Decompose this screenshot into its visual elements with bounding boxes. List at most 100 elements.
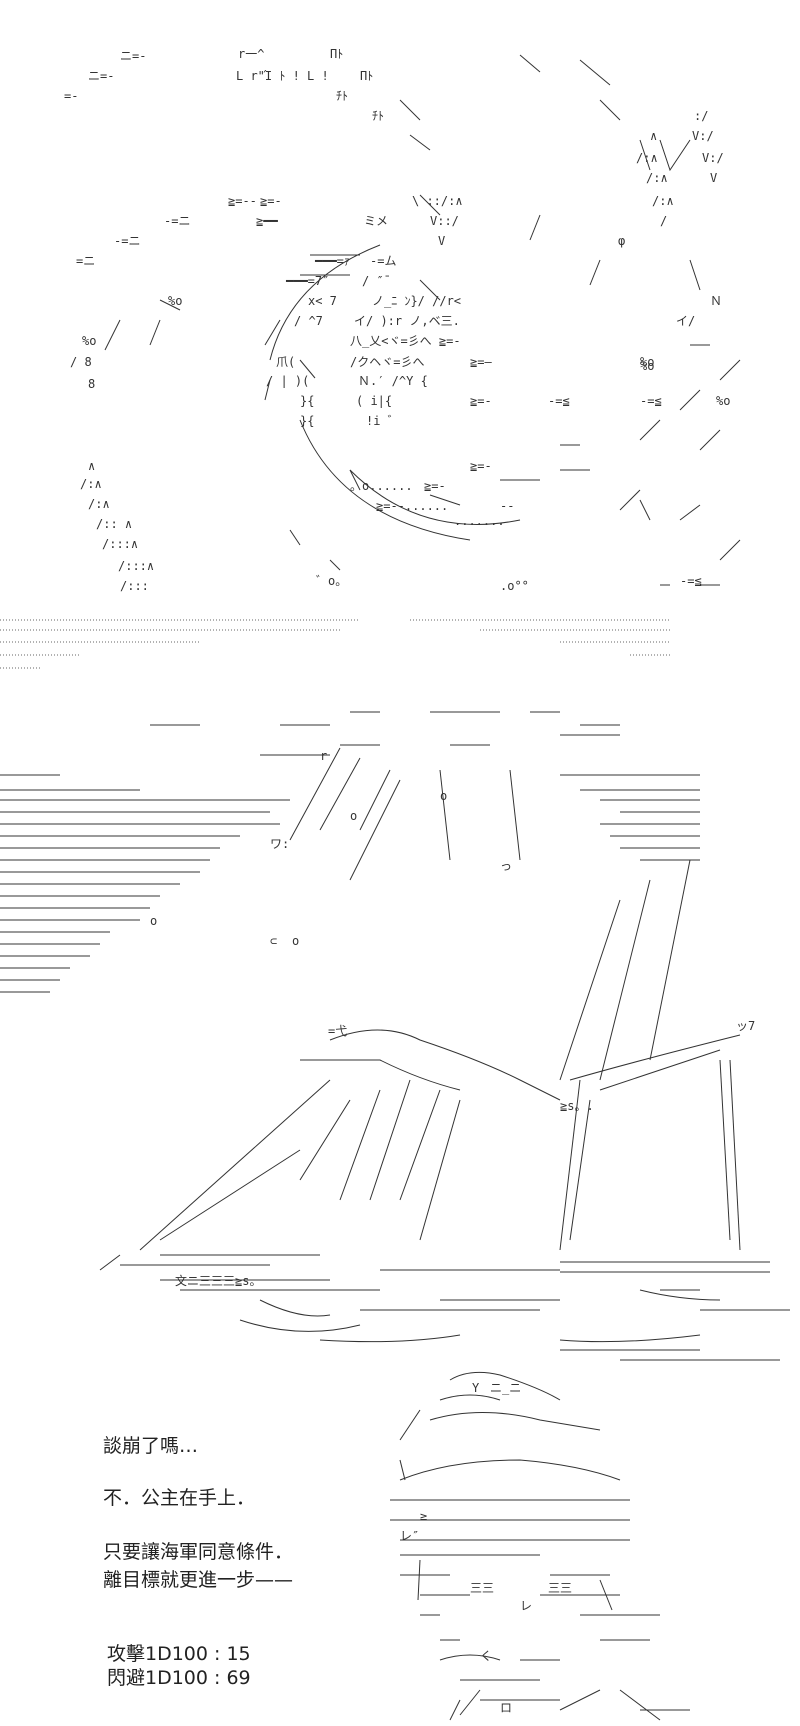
svg-text:r一^: r一^ — [238, 47, 264, 61]
vortex-swirl — [104, 54, 741, 586]
svg-text:。o......: 。o...... — [350, 479, 413, 493]
svg-text:=-: =- — [64, 89, 78, 103]
svg-text:Ｎ: Ｎ — [710, 294, 722, 308]
svg-text:V: V — [438, 234, 445, 248]
horizon-band — [0, 619, 670, 669]
character-figure — [390, 1371, 690, 1721]
svg-text:/:::∧: /:::∧ — [118, 559, 154, 573]
svg-text:⊂: ⊂ — [270, 934, 277, 948]
evade-roll: 閃避1D100 : 69 — [107, 1667, 251, 1689]
svg-text:/ ″¯: / ″¯ — [362, 274, 391, 288]
svg-text:-=ム: -=ム — [370, 254, 396, 268]
svg-text:-=ニ: -=ニ — [114, 234, 140, 248]
svg-text:( i|{: ( i|{ — [356, 394, 392, 408]
svg-text:三三: 三三 — [548, 1581, 572, 1595]
svg-text:Ｎ.′ /^Y {: Ｎ.′ /^Y { — [358, 374, 428, 388]
svg-text:ﾁﾄ: ﾁﾄ — [372, 109, 384, 123]
svg-text:ニ_ニ: ニ_ニ — [490, 1381, 521, 1395]
svg-text:っ: っ — [500, 859, 512, 873]
svg-text:\ ::/:∧: \ ::/:∧ — [412, 194, 463, 208]
svg-text:o: o — [440, 789, 447, 803]
svg-text:o: o — [292, 934, 299, 948]
svg-text:φ: φ — [618, 234, 625, 248]
vortex-label-a: ≧=-- — [228, 194, 257, 208]
svg-text:゛o。: ゛o。 — [316, 574, 347, 588]
ship-label-b: 文ニ三三三≧s。 — [175, 1273, 261, 1288]
svg-text:}{: }{ — [300, 414, 314, 428]
svg-text:/クヘヾ=彡へ: /クヘヾ=彡へ — [350, 355, 424, 369]
svg-text:≧=-: ≧=- — [260, 194, 282, 208]
svg-text:/ 8: / 8 — [70, 355, 92, 369]
svg-text:-=≦: -=≦ — [680, 574, 702, 588]
svg-text:イ/ ):r ノ,ベ三.: イ/ ):r ノ,ベ三. — [354, 314, 460, 328]
vortex-label-e: -=≦ — [640, 394, 662, 408]
svg-text:!i ゛: !i ゛ — [366, 414, 400, 428]
svg-text:.......: ....... — [454, 514, 505, 528]
svg-text:ﾁﾄ: ﾁﾄ — [336, 89, 348, 103]
vortex-label-c: ≧=- — [470, 394, 492, 408]
ship-hull — [99, 747, 790, 1361]
svg-text:/:::: /::: — [120, 579, 149, 593]
vortex-label-f: %o — [640, 359, 654, 373]
svg-text:%o: %o — [82, 334, 96, 348]
svg-text:∧: ∧ — [88, 459, 95, 473]
svg-text:/:::∧: /:::∧ — [102, 537, 138, 551]
svg-text:レ: レ — [520, 1599, 532, 1613]
svg-text:-=ニ: -=ニ — [164, 214, 190, 228]
svg-text:≥: ≥ — [420, 1509, 427, 1523]
svg-text:-=≦: -=≦ — [548, 394, 570, 408]
svg-text:≧=-: ≧=- — [470, 459, 492, 473]
svg-text:∧: ∧ — [650, 129, 657, 143]
svg-text:%o: %o — [168, 294, 182, 308]
svg-text:/:: ∧: /:: ∧ — [96, 517, 132, 531]
vortex-label-b: ミメ — [364, 214, 388, 228]
svg-text::/: :/ — [694, 109, 708, 123]
svg-text:八_乂<ヾ=彡へ ≧=-: 八_乂<ヾ=彡へ ≧=- — [350, 334, 461, 348]
svg-text:%o: %o — [716, 394, 730, 408]
dialog-line-3b: 離目標就更進一步—— — [103, 1569, 294, 1591]
svg-text:/:∧: /:∧ — [646, 171, 668, 185]
svg-text:L r"Ί ﾄ ! L !: L r"Ί ﾄ ! L ! — [236, 69, 329, 83]
svg-text:Πﾄ: Πﾄ — [360, 69, 373, 83]
svg-text:--: -- — [500, 499, 514, 513]
svg-text:8: 8 — [88, 377, 95, 391]
svg-text:━━━=7″: ━━━=7″ — [285, 274, 329, 288]
svg-text:ニ=-: ニ=- — [120, 49, 146, 63]
svg-text:≧=-: ≧=- — [424, 479, 446, 493]
ship-glyphs: =弋 文ニ三三三≧s。 ッ7 っ o o r ワ: o ⊂ o ≧s。. — [150, 749, 755, 1288]
svg-text:Πﾄ: Πﾄ — [330, 47, 343, 61]
svg-text:ノ_ﾆ ﾝ}/ //r<: ノ_ﾆ ﾝ}/ //r< — [372, 294, 461, 308]
attack-roll: 攻擊1D100 : 15 — [107, 1643, 251, 1665]
dice-stats: 攻擊1D100 : 15 閃避1D100 : 69 — [107, 1642, 251, 1690]
svg-text:/ ^7: / ^7 — [294, 314, 323, 328]
svg-text:V:/: V:/ — [692, 129, 714, 143]
svg-text:r: r — [320, 749, 327, 763]
svg-text:≧=--......: ≧=--...... — [376, 499, 448, 513]
svg-text:ニ=-: ニ=- — [88, 69, 114, 83]
svg-text:/:∧: /:∧ — [80, 477, 102, 491]
dialog-line-1: 談崩了嗎… — [103, 1435, 199, 1457]
svg-text:V::/: V::/ — [430, 214, 459, 228]
svg-text:/:∧: /:∧ — [652, 194, 674, 208]
svg-text:━━━=ｧ: ━━━=ｧ — [314, 254, 350, 268]
svg-text:三三: 三三 — [470, 1581, 494, 1595]
svg-text:/:∧: /:∧ — [636, 151, 658, 165]
svg-text:/:∧: /:∧ — [88, 497, 110, 511]
dialog-line-2: 不．公主在手上． — [103, 1487, 256, 1509]
svg-text:%o: %o — [640, 355, 654, 369]
svg-text:/ | )(: / | )( — [266, 374, 309, 388]
svg-text:o: o — [150, 914, 157, 928]
svg-text:≧s。.: ≧s。. — [560, 1099, 594, 1113]
svg-text:ワ:: ワ: — [270, 837, 289, 851]
ship-label-c: ッ7 — [736, 1019, 755, 1033]
vortex-glyphs: ニ=- ニ=- =- r一^ L r"Ί ﾄ ! L ! Πﾄ Πﾄ ﾁﾄ ﾁﾄ… — [64, 47, 730, 593]
svg-text:/: / — [660, 214, 667, 228]
svg-text:く: く — [480, 1649, 492, 1663]
svg-text:Y: Y — [472, 1381, 480, 1395]
sea-waves — [0, 711, 700, 993]
svg-text:V:/: V:/ — [702, 151, 724, 165]
svg-text:o: o — [350, 809, 357, 823]
svg-text:V: V — [710, 171, 717, 185]
vortex-label-d: ≧=— — [470, 355, 492, 369]
